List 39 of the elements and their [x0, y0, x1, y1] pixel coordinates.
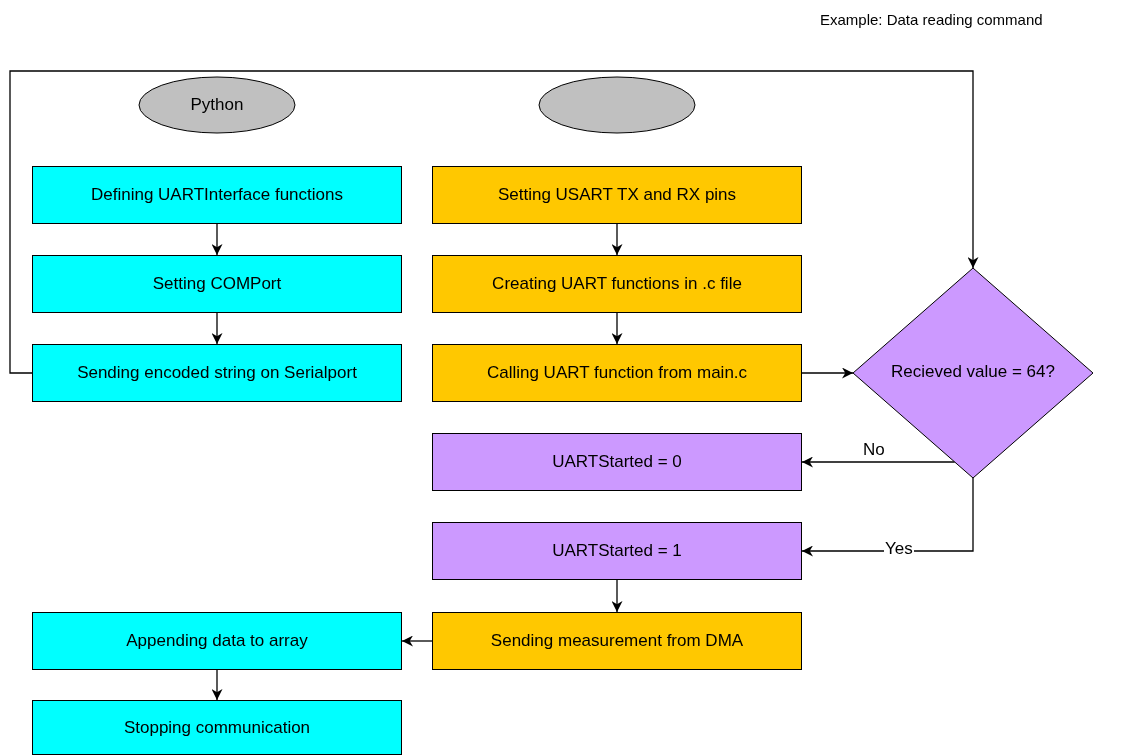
node-text: Recieved value = 64? — [891, 362, 1055, 382]
arrow — [401, 635, 433, 647]
arrow — [211, 312, 223, 345]
node-text: Appending data to array — [126, 631, 308, 651]
arrow — [9, 70, 979, 374]
arrow — [801, 456, 956, 468]
node-text: Sending encoded string on Serialport — [77, 363, 357, 383]
arrow — [611, 579, 623, 613]
process-box — [432, 612, 802, 670]
node-text: Setting COMPort — [152, 274, 282, 294]
process-box — [432, 344, 802, 402]
node-text: UARTStarted = 0 — [552, 452, 682, 472]
process-box — [32, 166, 402, 224]
process-box — [32, 255, 402, 313]
process-box — [32, 344, 402, 402]
node-text: Sending measurement from DMA — [490, 631, 744, 651]
arrow — [801, 477, 974, 557]
process-box — [432, 255, 802, 313]
process-box — [32, 700, 402, 755]
process-box — [32, 612, 402, 670]
arrow — [211, 669, 223, 701]
node-text: Stopping communication — [123, 717, 311, 738]
arrow — [611, 223, 623, 256]
decision-diamond — [853, 268, 1093, 478]
node-text: UARTStarted = 1 — [552, 541, 682, 561]
arrow — [801, 367, 854, 379]
process-box — [432, 166, 802, 224]
note-text: Example: Data reading command — [820, 11, 1043, 28]
node-text: Python — [190, 95, 244, 115]
node-text: Calling UART function from main.c — [486, 363, 748, 383]
terminal-ellipse — [539, 77, 695, 133]
node-text: Creating UART functions in .c file — [492, 274, 742, 294]
arrow — [611, 312, 623, 345]
process-box — [432, 522, 802, 580]
node-text: Defining UARTInterface functions — [91, 185, 343, 205]
arrow — [211, 223, 223, 256]
process-box — [432, 433, 802, 491]
node-text: Setting USART TX and RX pins — [497, 185, 737, 205]
terminal-ellipse — [139, 77, 295, 133]
